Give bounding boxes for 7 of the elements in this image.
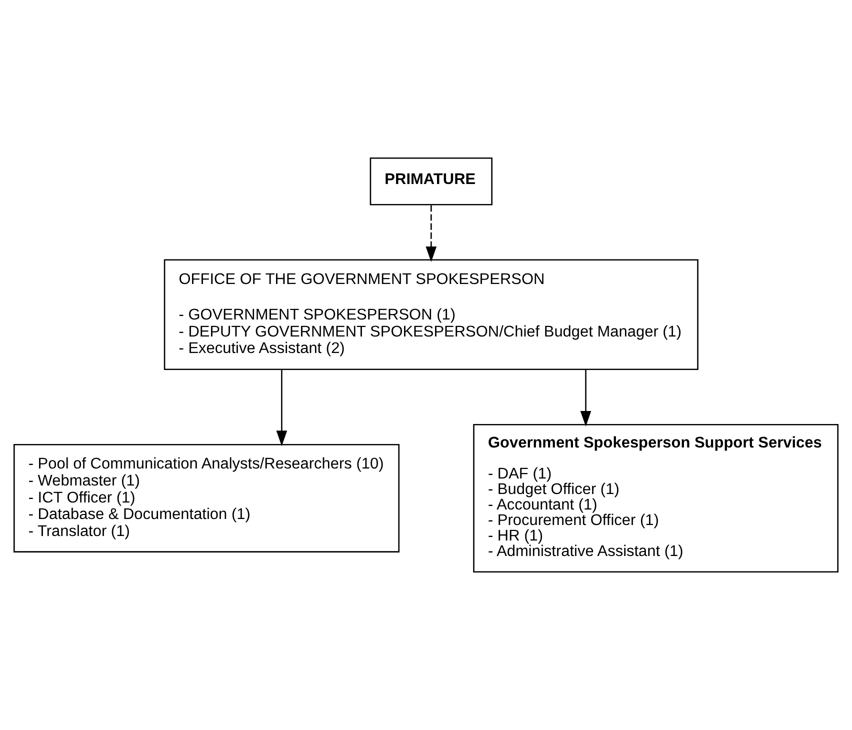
node-box: Government Spokesperson Support Services - DAF (1) - Budget Officer (1) - Accountant (1) - Procurement Officer (1) - HR (1) - Administrative Assistant (1): [473, 424, 838, 572]
node-box: PRIMATURE: [370, 158, 492, 206]
node-box: OFFICE OF THE GOVERNMENT SPOKESPERSON - GOVERNMENT SPOKESPERSON (1) - DEPUTY GOVERNMENT SPOKESPERSON/Chief Budget Manager (1) - Executive Assistant (2): [164, 259, 698, 370]
arrow: [580, 369, 592, 426]
arrow: [276, 369, 288, 446]
node-box: - Pool of Communication Analysts/Researchers (10) - Webmaster (1) - ICT Officer (1) - Database & Documentation (1) - Translator (1): [14, 444, 400, 552]
arrow: [426, 205, 437, 262]
